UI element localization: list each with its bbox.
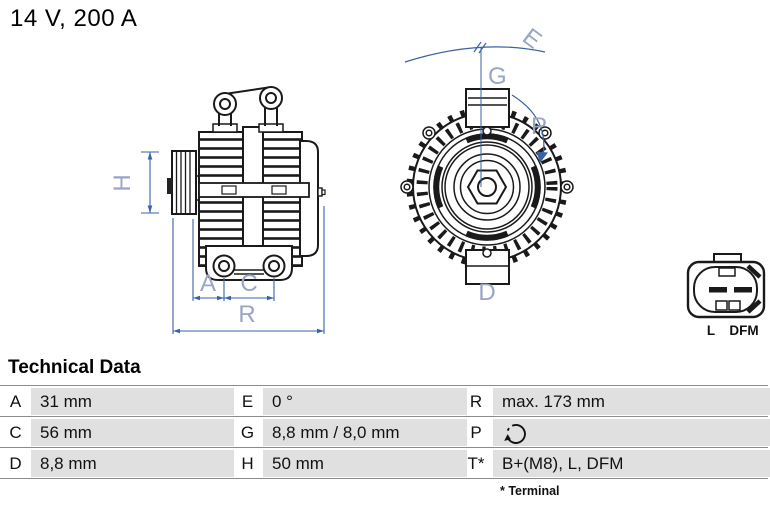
dim-label-r: R xyxy=(238,301,255,328)
table-value-e: 0 ° xyxy=(263,388,467,415)
rear-cover xyxy=(299,140,319,257)
table-value-d: 8,8 mm xyxy=(31,450,234,477)
dim-label-d: D xyxy=(478,279,495,306)
table-key-r: R xyxy=(469,392,483,411)
table-value-p xyxy=(493,419,770,446)
front-view-dimensions: E G P D xyxy=(404,23,548,306)
connector-diagram: L DFM xyxy=(686,253,766,338)
table-value-r: max. 173 mm xyxy=(493,388,770,415)
table-value-t: B+(M8), L, DFM xyxy=(493,450,770,477)
table-divider xyxy=(0,447,768,448)
table-divider xyxy=(0,478,768,479)
table-key-d: D xyxy=(9,454,22,473)
alternator-side-view xyxy=(167,86,326,281)
table-key-h: H xyxy=(241,454,254,473)
table-key-g: G xyxy=(240,423,255,442)
shaft-nut xyxy=(466,169,508,205)
table-value-c: 56 mm xyxy=(31,419,234,446)
table-value-h: 50 mm xyxy=(263,450,467,477)
dim-label-p: P xyxy=(531,113,547,140)
table-key-c: C xyxy=(9,423,22,442)
dim-label-a: A xyxy=(200,270,216,297)
table-value-g: 8,8 mm / 8,0 mm xyxy=(263,419,467,446)
rotation-arrow-p xyxy=(511,94,545,156)
dim-label-e: E xyxy=(517,23,546,54)
connector-label-l: L xyxy=(707,323,715,338)
table-divider xyxy=(0,416,768,417)
vent-slot-ring xyxy=(416,116,558,258)
pin-dfm xyxy=(734,287,752,293)
side-view-dimensions: H A C R xyxy=(109,151,325,334)
dim-label-g: G xyxy=(488,63,507,90)
table-divider xyxy=(0,385,768,386)
top-mounting-lugs xyxy=(212,86,284,133)
dim-label-c: C xyxy=(240,270,257,297)
front-bottom-lug xyxy=(465,248,510,285)
table-footnote: * Terminal xyxy=(500,484,560,498)
table-key-a: A xyxy=(9,392,22,411)
dim-label-h: H xyxy=(109,174,136,191)
table-key-e: E xyxy=(241,392,254,411)
alternator-diagram: H A C R xyxy=(109,23,766,338)
table-key-p: P xyxy=(470,423,482,442)
table-key-t: T* xyxy=(467,454,485,473)
bottom-mounting-bracket xyxy=(205,245,293,281)
section-heading: Technical Data xyxy=(8,357,141,378)
pin-l xyxy=(709,287,727,293)
pulley xyxy=(167,150,200,215)
rotation-direction-icon xyxy=(504,424,526,444)
b-plus-terminal-stud xyxy=(317,187,323,197)
connector-label-dfm: DFM xyxy=(729,323,758,338)
page-title: 14 V, 200 A xyxy=(10,5,138,32)
table-value-a: 31 mm xyxy=(31,388,234,415)
connector-oval xyxy=(693,266,758,313)
alternator-front-view xyxy=(400,88,574,285)
ear-tabs xyxy=(400,126,574,194)
front-top-lug xyxy=(465,88,510,136)
